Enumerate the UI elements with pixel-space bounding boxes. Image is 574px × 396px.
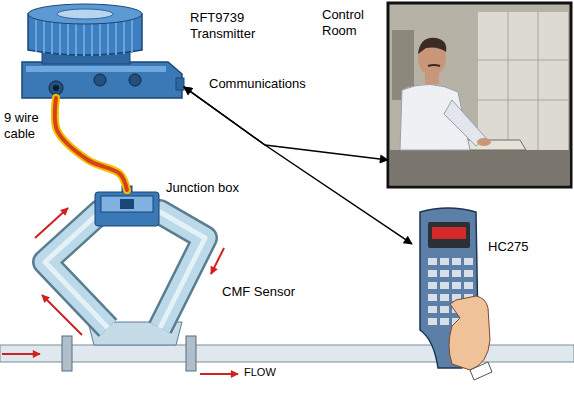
shirt-cuff [470,362,492,380]
flow-arrow [211,248,224,274]
operator-moustache [428,65,440,66]
conduit-port [129,74,141,86]
communication-link [184,87,388,160]
junction-lid [101,196,153,212]
connector-label: 9 wire cable [3,110,51,141]
operator-hair [418,38,446,54]
cap-emblem [57,9,113,19]
junction-housing [95,192,159,226]
conduit-port [94,74,106,86]
hc275-illustration [420,208,492,380]
cabinet-lines [478,12,568,152]
junction-terminal [120,199,134,209]
flow-label: FLOW [244,366,276,379]
flow-arrows [2,208,238,374]
flow-arrow [42,295,82,335]
node-label: RFT9739 Transmitter [190,10,264,41]
desk [390,150,570,185]
tube-highlight [45,212,205,328]
transmitter-housing [22,62,182,98]
node-label: Junction box [166,180,256,196]
connector-line [184,87,412,244]
housing-highlight [26,66,166,72]
cable-port [49,81,63,95]
sensor-node: CMF Sensor [25,200,225,330]
junction-box-node: Junction box [92,190,162,228]
handheld-screen [428,222,470,248]
tube-outline [45,212,205,328]
communication-link [184,87,412,244]
node-label: Control Room [322,7,384,38]
cap-top [28,4,142,24]
flow-arrow [200,373,238,375]
transmitter-node: RFT9739 Transmitter [18,2,184,98]
cap-ridges [36,20,132,56]
control-room-node: Control Room [388,3,572,187]
cabinet [478,12,568,152]
control-room-photo [388,3,571,187]
transmitter-illustration [22,4,184,98]
node-label: HC275 [488,239,548,255]
flange [186,336,196,371]
handheld-display [432,227,466,239]
operator-hand [477,138,491,146]
connector-label: Communications [208,76,320,92]
flow-arrow [35,208,68,238]
connector-line [184,87,388,160]
cable-core [55,98,127,190]
node-label: CMF Sensor [222,284,312,300]
pointing-hand [449,296,490,370]
cable-port-hole [53,85,59,91]
flange [62,336,72,371]
photo-frame [388,3,571,187]
cable-sheath [55,98,127,190]
flow-arrow [2,353,40,355]
cmf-sensor-tubes [45,212,205,328]
side-port [176,78,184,90]
cable [55,98,127,190]
handheld-node: HC275 [412,205,484,373]
tube [45,212,205,328]
